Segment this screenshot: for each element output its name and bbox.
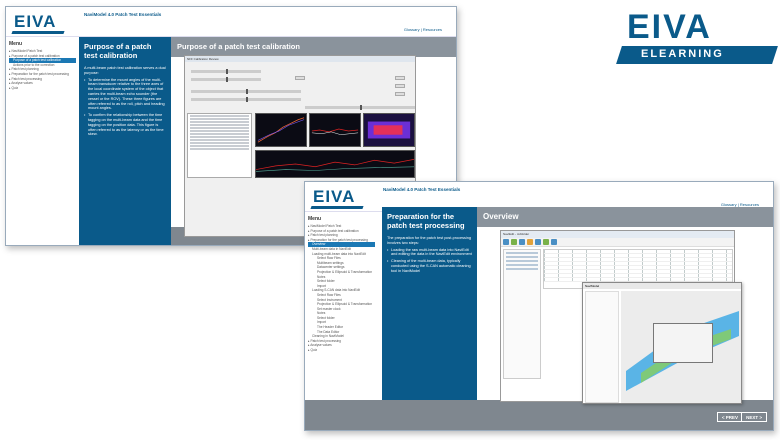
menu-item[interactable]: ▸ Patch test planning [9, 67, 39, 72]
slide-b-menu: Menu ▸ NaviModel Patch Test▸ Purpose of … [305, 212, 378, 430]
prev-button[interactable]: < PREV [716, 412, 743, 422]
menu-item[interactable]: Datacenter settings [317, 265, 345, 270]
plot-panel-wide [255, 150, 415, 178]
slide-a-course-title: NaviModel 4.0 Patch Test Essentials [84, 12, 162, 17]
menu-item[interactable]: ▸ NaviModel Patch Test [308, 224, 342, 228]
menu-item[interactable]: ▸ Preparation for the patch test process… [308, 237, 368, 242]
menu-item[interactable]: Overview [308, 242, 375, 247]
menu-item[interactable]: Multi-beam data in NaviEdit [312, 246, 351, 251]
slider [191, 89, 301, 94]
menu-item[interactable]: Purpose of a patch test calibration [9, 58, 76, 63]
toolbar-icon [511, 239, 517, 245]
brand-word: EIVA [627, 8, 712, 46]
menu-item[interactable]: Set master clock [317, 306, 341, 311]
slide-a-logo: EIVA [14, 12, 57, 31]
menu-item[interactable]: Select folder [317, 279, 335, 284]
slide-a-glossary-resources-link[interactable]: Glossary | Resources [403, 27, 442, 32]
menu-item[interactable]: Loading multi-beam data into NaviEdit [312, 251, 366, 256]
toolbar-icon [503, 239, 509, 245]
slide-b-logo-line [310, 206, 364, 209]
log-box [187, 113, 252, 178]
menu-item[interactable]: ▸ Quiz [9, 85, 19, 90]
panel-bullet: Cleaning of the multi-beam data, typical… [387, 259, 472, 273]
menu-item[interactable]: Actions prior to the correction [13, 62, 55, 67]
slide-a-logo-line [11, 31, 65, 34]
slide-a-menu: Menu ▸ NaviModel Patch Test▸ Purpose of … [6, 37, 79, 245]
slide-b-glossary-resources-link[interactable]: Glossary | Resources [720, 202, 759, 207]
slider [191, 97, 301, 102]
plot-panel [309, 113, 361, 147]
slider [305, 105, 415, 110]
slide-b-logo: EIVA [313, 187, 356, 206]
plot-panel [255, 113, 307, 147]
menu-item[interactable]: Select Instrument [317, 297, 342, 302]
panel-title: Preparation for the patch test processin… [387, 212, 465, 230]
menu-item[interactable]: Multibeam settings [317, 260, 344, 265]
panel-title: Purpose of a patch test calibration [84, 42, 152, 60]
menu-item[interactable]: Import [317, 283, 327, 288]
plot-panel [363, 113, 415, 147]
panel-intro: A multi-beam patch test calibration serv… [84, 66, 166, 75]
navimodel-titlebar: NaviModel [583, 283, 741, 289]
navimodel-window: NaviModel [582, 282, 742, 404]
menu-item[interactable]: ▸ Analyse values [308, 343, 332, 348]
menu-heading: Menu [9, 41, 23, 47]
slide-a-content-header: Purpose of a patch test calibration [171, 37, 456, 57]
slider [191, 69, 261, 74]
next-button[interactable]: NEXT > [741, 412, 767, 422]
toolbar-icon [527, 239, 533, 245]
menu-item[interactable]: ▸ NaviModel Patch Test [9, 49, 43, 53]
slide-b-content-header: Overview [477, 207, 773, 227]
menu-item[interactable]: Notes [317, 274, 326, 279]
slide-b-left-panel: Preparation for the patch test processin… [382, 207, 477, 400]
slide-a-left-panel: Purpose of a patch test calibration A mu… [79, 37, 171, 245]
menu-item[interactable]: ▸ Patch test processing [9, 76, 42, 81]
toolbar-icon [551, 239, 557, 245]
menu-item[interactable]: Loading S-CAN data into NaviEdit [312, 288, 361, 293]
screenshot-tree [503, 249, 541, 379]
menu-item[interactable]: The Header Editor [317, 325, 344, 330]
panel-intro: The preparation for the patch test post-… [387, 236, 472, 245]
menu-item[interactable]: ▸ Purpose of a patch test calibration [308, 228, 359, 233]
slider [191, 77, 261, 82]
panel-bullet: To confirm the relationship between the … [84, 113, 166, 137]
menu-item[interactable]: ▸ Patch test processing [308, 338, 341, 343]
menu-item[interactable]: The Data Editor [317, 329, 340, 334]
panel-bullet: Loading the raw multi-beam data into Nav… [387, 248, 472, 258]
menu-item[interactable]: Notes [317, 311, 326, 316]
slide-b-course-title: NaviModel 4.0 Patch Test Essentials [383, 187, 461, 192]
menu-heading: Menu [308, 216, 322, 222]
menu-item[interactable]: Cleaning in NaviModel [312, 334, 344, 339]
toolbar-icon [535, 239, 541, 245]
menu-item[interactable]: Import [317, 320, 327, 325]
navimodel-sidebar [585, 291, 619, 403]
brand-sub: ELEARNING [641, 48, 724, 60]
screenshot-button [295, 76, 305, 80]
screenshot-titlebar: NFF Calibration Review [185, 56, 415, 62]
panel-bullet: To determine the mount angles of the mul… [84, 78, 166, 112]
screenshot-button [395, 92, 405, 96]
menu-item[interactable]: Projection & Ellipsoid & Transformation [317, 269, 373, 274]
menu-item[interactable]: ▸ Analyse values [9, 81, 33, 86]
toolbar-icon [543, 239, 549, 245]
menu-item[interactable]: Select folder [317, 315, 335, 320]
menu-item[interactable]: ▸ Patch test planning [308, 233, 338, 238]
screenshot-titlebar: NaviEdit - Jobfolder [501, 231, 734, 238]
menu-item[interactable]: Select Raw Files [317, 292, 341, 297]
slide-b-footer [305, 400, 773, 430]
slide-a-topbar: EIVA NaviModel 4.0 Patch Test Essentials… [6, 7, 456, 37]
eiva-elearning-logo: EIVA ELEARNING [615, 6, 778, 68]
navimodel-dialog [653, 323, 713, 363]
screenshot-toolbar [501, 238, 734, 247]
menu-item[interactable]: Projection & Ellipsoid & Transformation [317, 302, 373, 307]
screenshot-button [395, 76, 405, 80]
menu-item[interactable]: ▸ Purpose of a patch test calibration [9, 53, 60, 58]
menu-item[interactable]: Select Raw Files [317, 256, 341, 261]
toolbar-icon [519, 239, 525, 245]
menu-item[interactable]: ▸ Preparation for the patch test process… [9, 71, 69, 76]
menu-item[interactable]: ▸ Quiz [308, 348, 318, 353]
screenshot-button [395, 84, 405, 88]
